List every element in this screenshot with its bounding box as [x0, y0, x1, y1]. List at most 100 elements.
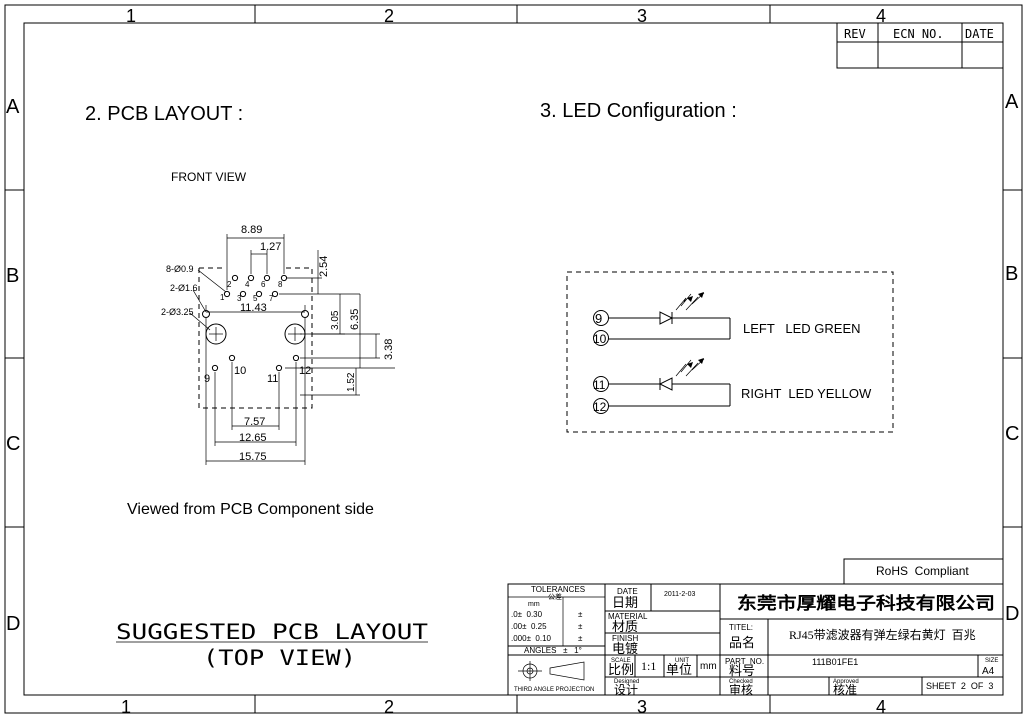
date-label: DATE: [617, 587, 638, 596]
pin-8-label: 8: [278, 280, 283, 289]
dim-8-89: 8.89: [241, 224, 262, 236]
unit-cn-label: 单位: [666, 662, 692, 677]
pin-7-label: 7: [269, 294, 274, 303]
ecn-header: ECN NO.: [893, 27, 944, 41]
dimension-lines: [189, 234, 395, 465]
unit-value: mm: [700, 661, 717, 672]
led-pin-12: 12: [593, 400, 607, 414]
pin-1-label: 1: [220, 293, 225, 302]
size-label: SIZE: [985, 658, 998, 664]
led-config-title: 3. LED Configuration :: [540, 100, 737, 122]
pcb-view-caption: Viewed from PCB Component side: [127, 501, 374, 518]
led-pin-11: 11: [593, 378, 606, 392]
pin-9-label: 9: [204, 373, 210, 385]
dim-3-05: 3.05: [330, 310, 341, 330]
pin-3-label: 3: [237, 294, 242, 303]
dim-7-57: 7.57: [244, 416, 265, 428]
titel-label: TITEL:: [729, 623, 753, 632]
row-label-b-left: B: [6, 265, 19, 287]
dim-11-43: 11.43: [240, 302, 267, 314]
zone-ticks: [5, 5, 1022, 713]
date-cn-label: 日期: [612, 595, 638, 610]
row-label-d-left: D: [6, 613, 20, 635]
tol-pm-2: ±: [578, 622, 583, 631]
tol-row-2: .00± 0.25: [511, 622, 547, 631]
part-no-label: PART NO.: [725, 657, 764, 666]
mm-label: mm: [528, 601, 540, 608]
col-label-1-top: 1: [126, 6, 136, 26]
pin-11-label: 11: [267, 373, 278, 385]
material-cn-label: 材质: [612, 619, 638, 634]
led-config-diagram: [566, 271, 894, 433]
tol-pm-3: ±: [578, 634, 583, 643]
pin-4-label: 4: [245, 280, 250, 289]
col-label-4-bottom: 4: [876, 697, 886, 717]
dim-1-52: 1.52: [346, 372, 357, 392]
dim-2-54: 2.54: [318, 256, 330, 277]
company-name: 东莞市厚耀电子科技有限公司: [737, 593, 995, 613]
designed-label: Designed: [614, 679, 639, 685]
designed-cn-label: 设计: [614, 683, 638, 697]
material-label: MATERIAL: [608, 612, 648, 621]
sheet-label: SHEET 2 OF 3: [926, 681, 993, 691]
col-label-1-bottom: 1: [121, 697, 131, 717]
pin-2-label: 2: [227, 280, 232, 289]
row-label-a-right: A: [1005, 91, 1019, 113]
hole-label-1-6: 2-Ø1.6: [170, 283, 198, 293]
suggested-line-2: (TOP VIEW): [203, 646, 356, 670]
unit-label: UNIT: [675, 658, 689, 664]
hole-label-3-25: 2-Ø3.25: [161, 307, 194, 317]
gongcha-label: 公差: [548, 592, 562, 601]
tol-row-3: .000± 0.10: [511, 634, 552, 643]
led-pin-10: 10: [593, 332, 607, 346]
tol-pm-1: ±: [578, 610, 583, 619]
pin-5-label: 5: [253, 294, 258, 303]
col-label-2-bottom: 2: [384, 697, 394, 717]
row-label-d-right: D: [1005, 603, 1019, 625]
date-value: 2011-2-03: [664, 591, 696, 598]
scale-value: 1:1: [641, 659, 656, 673]
col-label-3-bottom: 3: [637, 697, 647, 717]
row-label-b-right: B: [1005, 263, 1018, 285]
left-led-label: LEFT LED GREEN: [743, 321, 861, 336]
scale-cn-label: 比例: [608, 662, 634, 677]
hole-label-0-9: 8-Ø0.9: [166, 264, 194, 274]
pin-10-label: 10: [234, 365, 246, 377]
pin-12-label: 12: [299, 365, 311, 377]
angles-label: ANGLES ± 1°: [524, 646, 582, 655]
scale-label: SCALE: [611, 658, 631, 664]
right-led-label: RIGHT LED YELLOW: [741, 386, 872, 401]
row-label-a-left: A: [6, 96, 20, 118]
dim-12-65: 12.65: [239, 432, 267, 444]
checked-cn-label: 审核: [729, 682, 753, 697]
tolerances-label: TOLERANCES: [531, 585, 585, 594]
checked-label: Checked: [729, 679, 753, 685]
suggested-line-1: SUGGESTED PCB LAYOUT: [116, 620, 428, 644]
revision-block: [836, 22, 1004, 69]
part-no-value: 111B01FE1: [812, 657, 858, 667]
row-label-c-left: C: [6, 433, 20, 455]
part-no-cn-label: 料号: [729, 663, 755, 678]
approved-label: Approved: [833, 679, 859, 685]
finish-label: FINISH: [612, 634, 638, 643]
dim-3-38: 3.38: [383, 339, 395, 360]
outer-frame: [4, 4, 1023, 714]
projection-label: THIRD ANGLE PROJECTION: [514, 687, 594, 693]
rohs-label: RoHS Compliant: [876, 564, 969, 578]
dim-15-75: 15.75: [239, 451, 267, 463]
title-block-lines: [507, 558, 1004, 696]
size-value: A4: [982, 666, 995, 677]
approved-cn-label: 核准: [833, 683, 857, 697]
row-label-c-right: C: [1005, 423, 1019, 445]
dim-6-35: 6.35: [349, 309, 361, 330]
product-description: RJ45带滤波器有弹左绿右黄灯 百兆: [789, 627, 976, 642]
col-label-4-top: 4: [876, 6, 886, 26]
dim-1-27: 1.27: [260, 241, 281, 253]
pcb-layout-title: 2. PCB LAYOUT :: [85, 103, 243, 125]
front-view-label: FRONT VIEW: [171, 170, 247, 184]
tol-row-1: .0± 0.30: [511, 610, 543, 619]
pin-6-label: 6: [261, 280, 266, 289]
finish-cn-label: 电镀: [612, 641, 638, 656]
col-label-3-top: 3: [637, 6, 647, 26]
